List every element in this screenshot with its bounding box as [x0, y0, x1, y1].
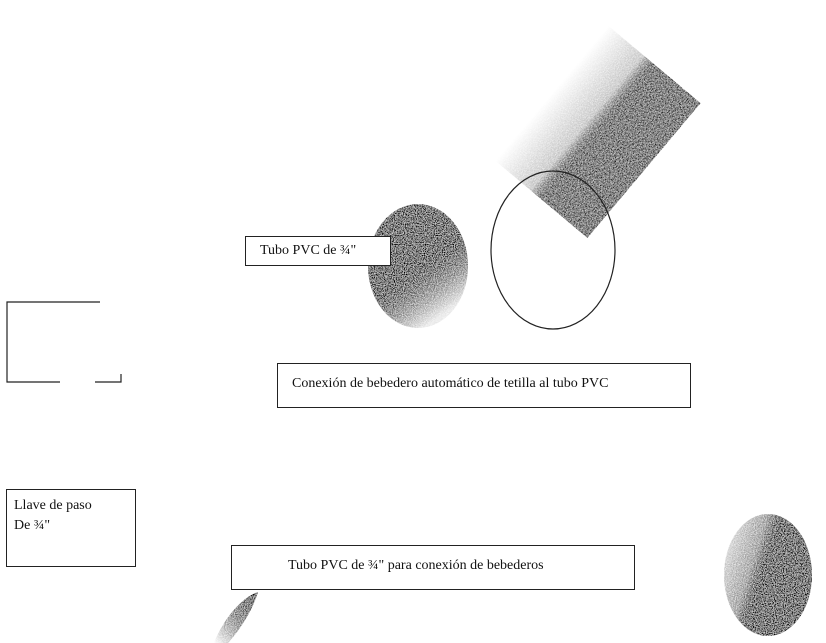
label-valve-line-2: De ¾" [14, 518, 51, 533]
drinker-oval-bottom-right [724, 514, 812, 636]
label-drinker-connection: Conexión de bebedero automático de tetil… [277, 363, 691, 408]
label-valve: Llave de paso De ¾" [6, 489, 136, 567]
pipe-fragment-shape [214, 592, 258, 643]
valve-bracket-outline [6, 301, 122, 383]
drinker-outline-oval [490, 170, 616, 330]
pvc-pipe-oval [368, 204, 468, 328]
pipe-block-shape [495, 26, 701, 238]
label-valve-line-1: Llave de paso [14, 498, 92, 513]
label-pvc-pipe-bottom: Tubo PVC de ¾" para conexión de bebedero… [231, 545, 635, 590]
label-pvc-pipe-top: Tubo PVC de ¾" [245, 236, 391, 266]
